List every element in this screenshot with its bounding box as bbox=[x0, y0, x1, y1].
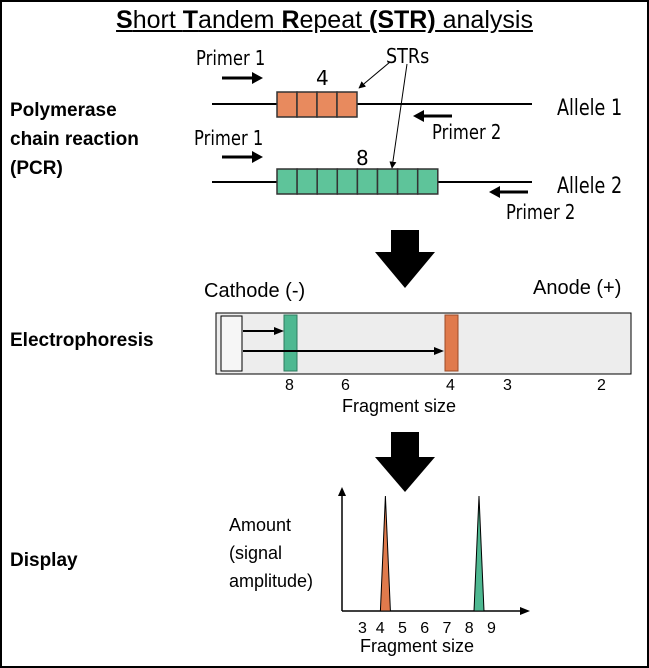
gel-scale-tick: 2 bbox=[597, 377, 606, 394]
title-acronym: (STR) bbox=[369, 6, 436, 34]
strs-callout-arrow-1 bbox=[358, 61, 391, 89]
display-y-axis-label: Amount (signal amplitude) bbox=[229, 511, 313, 595]
diagram-title: Short Tandem Repeat (STR) analysis bbox=[2, 6, 647, 35]
title-letter-t: T bbox=[182, 6, 199, 34]
display-peaks bbox=[379, 495, 485, 612]
allele2-str-repeats bbox=[276, 168, 439, 195]
allele2-repeat-unit bbox=[376, 168, 399, 195]
primer2-label-allele1: Primer 2 bbox=[432, 120, 502, 144]
strs-callout-arrow-2 bbox=[389, 63, 408, 169]
peak-size-8 bbox=[473, 495, 485, 612]
allele2-repeat-unit bbox=[276, 168, 298, 195]
pcr-heading-line-3: (PCR) bbox=[10, 158, 63, 179]
allele1-repeat-unit bbox=[296, 91, 318, 118]
sample-well bbox=[220, 315, 243, 372]
primer2-label-allele2: Primer 2 bbox=[506, 200, 576, 224]
allele1-str-repeats bbox=[276, 91, 358, 118]
title-part-4: analysis bbox=[435, 6, 533, 34]
allele2-repeat-unit bbox=[356, 168, 379, 195]
peak-size-4 bbox=[379, 495, 391, 612]
strs-label: STRs bbox=[386, 44, 430, 68]
down-arrow-1 bbox=[375, 230, 435, 288]
cathode-label: Cathode (-) bbox=[204, 280, 306, 302]
gel-box bbox=[215, 312, 632, 375]
gel-scale-tick: 3 bbox=[503, 377, 512, 394]
allele2-repeat-unit bbox=[396, 168, 419, 195]
y-label-line-3: amplitude) bbox=[229, 571, 314, 591]
repeat-count-allele1: 4 bbox=[316, 66, 329, 90]
display-y-axis bbox=[338, 487, 346, 611]
x-tick: 6 bbox=[420, 620, 430, 637]
x-tick: 7 bbox=[442, 620, 452, 637]
primer1-label-allele1: Primer 1 bbox=[196, 46, 266, 70]
anode-label: Anode (+) bbox=[533, 277, 622, 299]
display-heading: Display bbox=[10, 550, 78, 571]
gel-band-allele2 bbox=[283, 314, 298, 372]
title-part-1: hort bbox=[132, 6, 183, 34]
display-x-axis bbox=[342, 607, 530, 615]
down-arrow-2 bbox=[375, 432, 435, 492]
primer1-arrow-allele1 bbox=[222, 72, 263, 84]
x-tick: 3 bbox=[358, 620, 367, 637]
allele2-repeat-unit bbox=[336, 168, 359, 195]
primer1-label-allele2: Primer 1 bbox=[194, 126, 264, 150]
gel-axis-label: Fragment size bbox=[342, 396, 457, 416]
allele2-repeat-unit bbox=[416, 168, 439, 195]
title-letter-s: S bbox=[116, 6, 133, 34]
allele1-label: Allele 1 bbox=[557, 96, 623, 121]
pcr-heading-line-1: Polymerase bbox=[10, 100, 117, 121]
x-tick: 9 bbox=[487, 620, 496, 637]
pcr-heading-line-2: chain reaction bbox=[10, 129, 139, 150]
electrophoresis-heading: Electrophoresis bbox=[10, 330, 154, 351]
y-label-line-2: (signal bbox=[229, 543, 283, 563]
gel-band-allele1 bbox=[444, 314, 459, 372]
gel-scale-tick: 8 bbox=[285, 377, 294, 394]
allele1-repeat-unit bbox=[316, 91, 338, 118]
title-part-2: andem bbox=[198, 6, 282, 34]
x-tick: 5 bbox=[398, 620, 407, 637]
allele1-repeat-unit bbox=[336, 91, 358, 118]
allele2-repeat-unit bbox=[316, 168, 339, 195]
repeat-count-allele2: 8 bbox=[356, 146, 369, 170]
migration-arrow-long bbox=[243, 347, 444, 355]
x-tick: 4 bbox=[375, 620, 385, 637]
allele1-repeat-unit bbox=[276, 91, 298, 118]
primer2-arrow-allele1 bbox=[413, 110, 452, 122]
pcr-heading: Polymerase chain reaction (PCR) bbox=[10, 96, 139, 183]
primer1-arrow-allele2 bbox=[222, 151, 263, 163]
gel-scale-tick: 4 bbox=[446, 377, 455, 394]
allele2-repeat-unit bbox=[296, 168, 318, 195]
title-letter-r: R bbox=[281, 6, 300, 34]
title-part-3: epeat bbox=[299, 6, 370, 34]
allele2-label: Allele 2 bbox=[557, 174, 623, 199]
x-tick: 8 bbox=[464, 620, 474, 637]
gel-scale-tick: 6 bbox=[341, 377, 350, 394]
y-label-line-1: Amount bbox=[229, 515, 292, 535]
display-x-ticks: 3 4 5 6 7 8 9 bbox=[358, 620, 496, 638]
display-x-axis-label: Fragment size bbox=[360, 636, 475, 656]
migration-arrow-short bbox=[243, 327, 284, 335]
primer2-arrow-allele2 bbox=[489, 186, 528, 198]
